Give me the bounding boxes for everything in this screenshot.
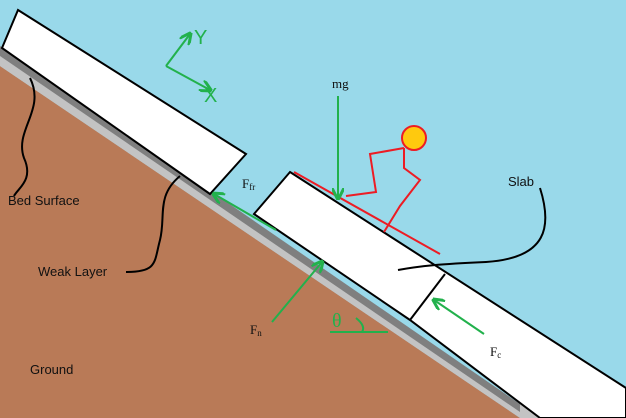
normal-force-label: Fn	[250, 322, 262, 338]
slab-leader	[397, 187, 547, 271]
friction-arrow	[214, 194, 277, 231]
weak-layer-leader	[125, 175, 181, 273]
weak-layer-band	[0, 56, 520, 418]
compressive-arrow	[434, 300, 485, 335]
gravity-label: mg	[332, 76, 349, 91]
bed-surface-leader	[13, 77, 36, 197]
slab-label: Slab	[508, 174, 534, 189]
compressive-force-label: Fc	[490, 344, 501, 360]
axis-y-label: Y	[194, 27, 207, 49]
main-slab	[252, 170, 626, 418]
normal-arrow	[271, 262, 322, 323]
friction-force-label: Ffr	[242, 176, 255, 192]
bed-surface-label: Bed Surface	[8, 193, 80, 208]
axis-x-label: X	[204, 85, 217, 107]
weak-layer-label: Weak Layer	[38, 264, 108, 279]
ground-label: Ground	[30, 362, 73, 377]
angle-label: θ	[332, 310, 342, 332]
skier-figure	[293, 125, 441, 255]
skier-head	[401, 125, 427, 151]
axes-icon	[165, 34, 210, 90]
slab-crack	[409, 273, 446, 321]
slope-angle-mark	[330, 317, 388, 333]
